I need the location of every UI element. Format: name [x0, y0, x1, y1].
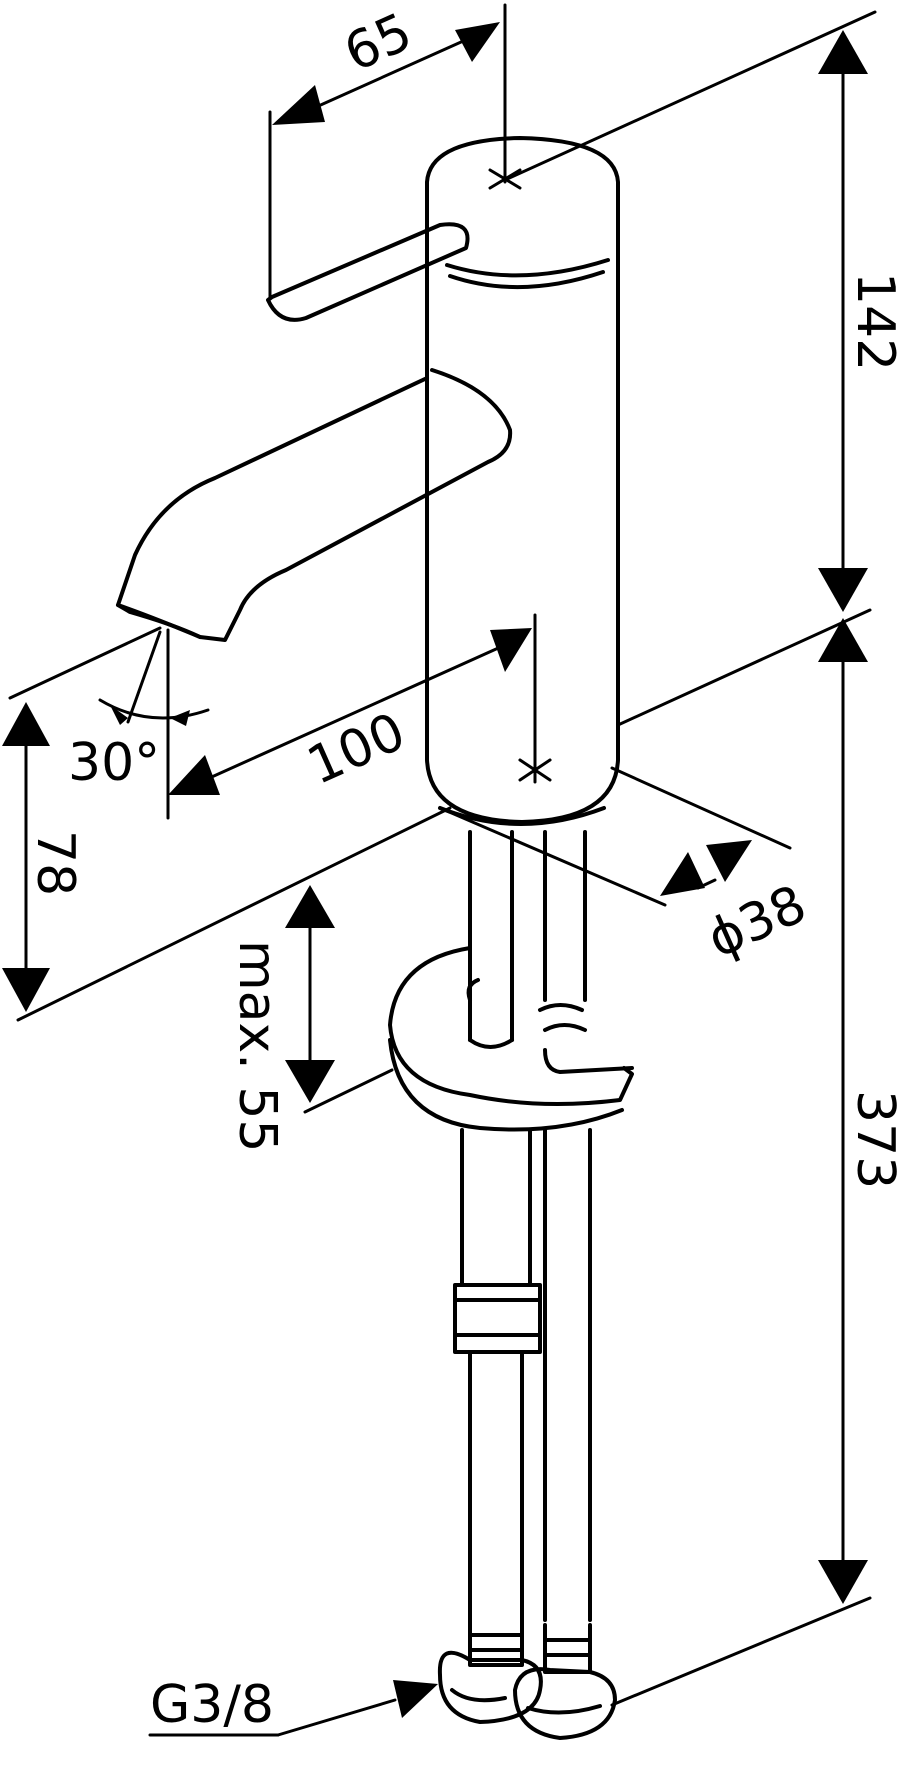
mounting-plate	[388, 946, 634, 1132]
arrowhead	[455, 22, 500, 62]
arrowhead	[170, 710, 190, 726]
supply-hoses-lower	[437, 1128, 617, 1740]
arrowhead	[285, 885, 335, 928]
arrowhead	[2, 968, 50, 1012]
label-handle-reach: 65	[336, 2, 421, 84]
arrowhead	[2, 702, 50, 746]
label-spout-height: 78	[25, 830, 85, 896]
spout	[116, 368, 513, 642]
arrowhead	[168, 755, 220, 795]
arrowhead	[490, 628, 532, 672]
arrowhead	[272, 85, 325, 125]
label-spout-reach: 100	[299, 702, 414, 797]
arrowhead	[285, 1060, 335, 1103]
arrowhead	[818, 1560, 868, 1604]
dimension-lines	[2, 22, 868, 1737]
label-thread: G3/8	[150, 1675, 274, 1735]
supply-pipes-upper	[468, 830, 587, 1049]
arrowhead	[660, 852, 705, 896]
label-total-height: 373	[845, 1090, 905, 1189]
arrowhead	[818, 618, 868, 662]
label-upper-height: 142	[845, 272, 905, 371]
lever-handle	[266, 222, 470, 322]
arrowhead	[706, 840, 752, 882]
label-max-deck: max. 55	[227, 940, 287, 1153]
arrowhead	[818, 30, 868, 74]
arrowhead	[818, 568, 868, 612]
dimension-labels: 65 142 373 78 30° 100 ϕ38 max. 55 G3/8	[25, 2, 905, 1735]
extension-lines	[8, 3, 877, 1707]
label-body-diameter: ϕ38	[699, 874, 815, 970]
label-spout-angle: 30°	[68, 733, 160, 793]
arrowhead	[110, 705, 128, 725]
arrowhead	[393, 1680, 438, 1718]
